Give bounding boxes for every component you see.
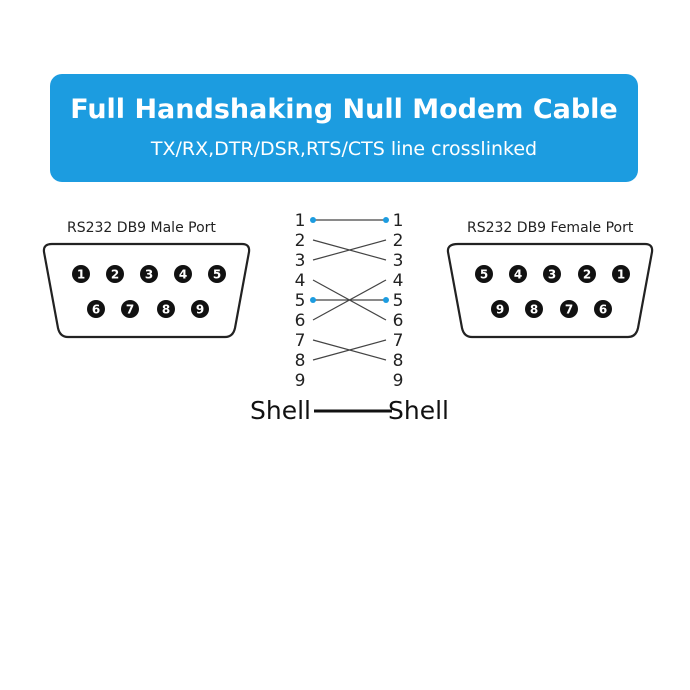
male-pin-label-8: 8 xyxy=(162,303,170,317)
wire-group xyxy=(310,217,389,361)
left-pin-number-5: 5 xyxy=(295,291,306,311)
title-banner: Full Handshaking Null Modem Cable TX/RX,… xyxy=(50,74,638,182)
female-pin-1 xyxy=(612,265,630,283)
female-pin-label-9: 9 xyxy=(496,303,504,317)
male-pin-label-7: 7 xyxy=(126,303,134,317)
female-pin-3 xyxy=(543,265,561,283)
female-pin-label-2: 2 xyxy=(583,268,591,282)
left-pin-number-4: 4 xyxy=(295,271,306,291)
male-port-label: RS232 DB9 Male Port xyxy=(67,220,216,236)
male-pin-label-5: 5 xyxy=(213,268,221,282)
left-pin-number-9: 9 xyxy=(295,371,306,391)
female-pin-label-1: 1 xyxy=(617,268,625,282)
right-pin-number-3: 3 xyxy=(393,251,404,271)
right-pin-number-7: 7 xyxy=(393,331,404,351)
female-pin-label-7: 7 xyxy=(565,303,573,317)
left-dot-1 xyxy=(310,217,316,223)
female-connector-shell xyxy=(446,242,654,339)
female-pin-4 xyxy=(509,265,527,283)
female-pin-label-3: 3 xyxy=(548,268,556,282)
banner-title: Full Handshaking Null Modem Cable xyxy=(70,94,618,125)
female-pin-label-4: 4 xyxy=(514,268,522,282)
male-pin-label-3: 3 xyxy=(145,268,153,282)
right-dot-1 xyxy=(383,217,389,223)
right-pin-number-8: 8 xyxy=(393,351,404,371)
male-pin-3 xyxy=(140,265,158,283)
banner-subtitle: TX/RX,DTR/DSR,RTS/CTS line crosslinked xyxy=(150,138,538,160)
shell-label-left: Shell xyxy=(250,396,311,425)
male-pin-label-1: 1 xyxy=(77,268,85,282)
left-pin-number-3: 3 xyxy=(295,251,306,271)
female-pin-5 xyxy=(475,265,493,283)
right-pin-number-5: 5 xyxy=(393,291,404,311)
female-pin-group: 5 4 3 2 1 9 8 7 6 xyxy=(475,265,630,318)
female-pin-7 xyxy=(560,300,578,318)
right-pin-number-2: 2 xyxy=(393,231,404,251)
male-pin-1 xyxy=(72,265,90,283)
male-pin-7 xyxy=(121,300,139,318)
right-pin-number-1: 1 xyxy=(393,211,404,231)
right-dot-5 xyxy=(383,297,389,303)
male-pin-9 xyxy=(191,300,209,318)
female-port-label: RS232 DB9 Female Port xyxy=(467,220,634,236)
male-pin-5 xyxy=(208,265,226,283)
right-pin-number-6: 6 xyxy=(393,311,404,331)
shell-label-right: Shell xyxy=(388,396,449,425)
left-pin-number-2: 2 xyxy=(295,231,306,251)
male-pin-label-2: 2 xyxy=(111,268,119,282)
left-pin-number-1: 1 xyxy=(295,211,306,231)
left-pin-number-6: 6 xyxy=(295,311,306,331)
female-pin-label-6: 6 xyxy=(599,303,607,317)
male-pin-label-4: 4 xyxy=(179,268,187,282)
male-pin-label-6: 6 xyxy=(92,303,100,317)
left-pin-number-8: 8 xyxy=(295,351,306,371)
male-pin-label-9: 9 xyxy=(196,303,204,317)
right-pin-number-9: 9 xyxy=(393,371,404,391)
female-pin-8 xyxy=(525,300,543,318)
male-connector-shell xyxy=(42,242,251,339)
right-pin-number-4: 4 xyxy=(393,271,404,291)
female-pin-6 xyxy=(594,300,612,318)
left-dot-5 xyxy=(310,297,316,303)
female-pin-label-8: 8 xyxy=(530,303,538,317)
male-pin-8 xyxy=(157,300,175,318)
wire-3-to-2 xyxy=(312,239,387,261)
male-pin-4 xyxy=(174,265,192,283)
male-pin-group: 1 2 3 4 5 6 7 8 9 xyxy=(72,265,226,318)
wire-8-to-7 xyxy=(312,339,387,361)
left-pin-number-7: 7 xyxy=(295,331,306,351)
wire-6-to-4 xyxy=(312,279,387,321)
male-pin-2 xyxy=(106,265,124,283)
female-pin-2 xyxy=(578,265,596,283)
male-pin-6 xyxy=(87,300,105,318)
female-pin-9 xyxy=(491,300,509,318)
female-pin-label-5: 5 xyxy=(480,268,488,282)
